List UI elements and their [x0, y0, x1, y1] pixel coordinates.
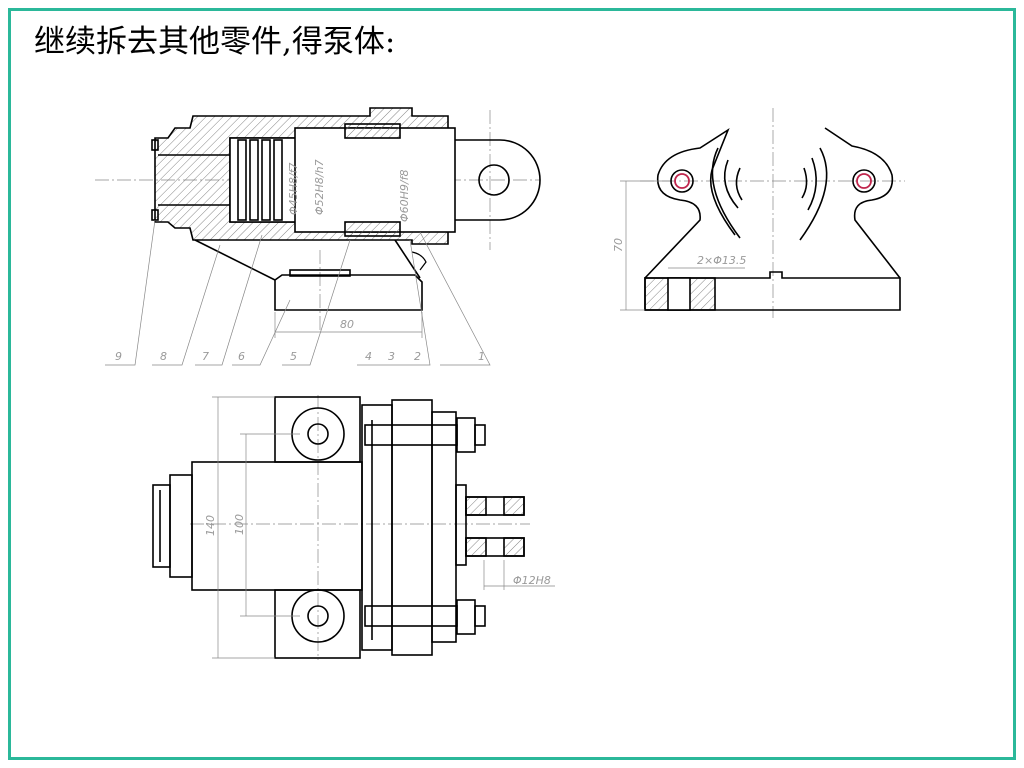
part-number-4: 4 — [365, 350, 372, 363]
fit-label-60: Φ60H9/f8 — [398, 169, 411, 222]
slide-border — [8, 8, 1016, 760]
part-number-9: 9 — [115, 350, 122, 363]
holes-label: 2×Φ13.5 — [697, 254, 746, 267]
slide-title: 继续拆去其他零件,得泵体: — [34, 24, 396, 60]
dimension-140-100 — [212, 396, 555, 659]
top-view — [152, 395, 530, 660]
dimension-70-label: 70 — [612, 238, 625, 252]
part-number-7: 7 — [202, 350, 209, 363]
front-view — [95, 107, 541, 330]
part-leaders — [105, 219, 491, 366]
side-view — [640, 108, 905, 318]
dimension-140-label: 140 — [204, 515, 217, 536]
dimension-80-label: 80 — [340, 318, 354, 331]
part-number-1: 1 — [478, 350, 485, 363]
fit-label-45: Φ45H8/f7 — [287, 162, 300, 215]
part-number-6: 6 — [238, 350, 245, 363]
part-number-8: 8 — [160, 350, 167, 363]
part-number-3: 3 — [388, 350, 395, 363]
part-number-5: 5 — [290, 350, 297, 363]
dimension-100-label: 100 — [233, 514, 246, 535]
fit-label-12: Φ12H8 — [513, 574, 551, 587]
part-number-2: 2 — [414, 350, 421, 363]
fit-label-52: Φ52H8/h7 — [313, 159, 326, 215]
dimension-70 — [620, 180, 745, 311]
